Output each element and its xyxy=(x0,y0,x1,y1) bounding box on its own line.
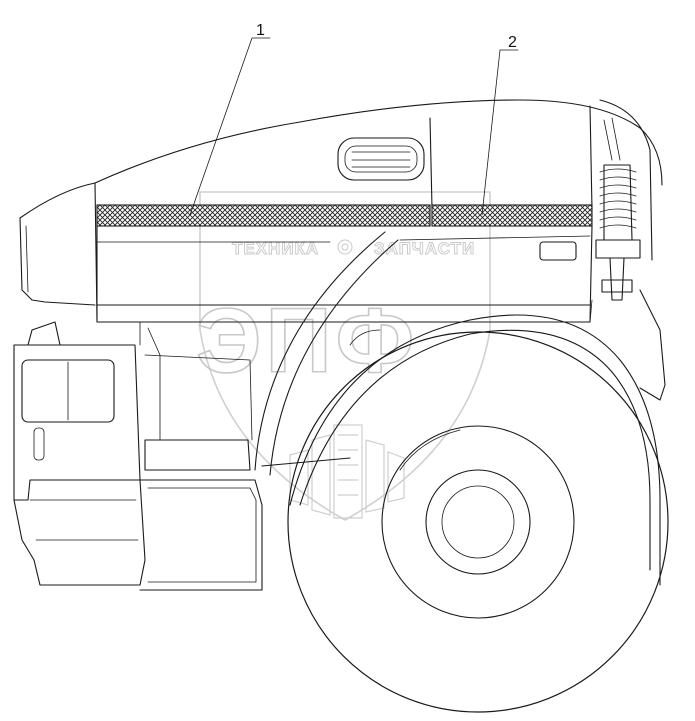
decal-stripe-front xyxy=(96,204,431,227)
cab-side-panel xyxy=(96,225,593,346)
callout-1-leader xyxy=(189,37,271,216)
watermark-text-right: ЗАПЧАСТИ xyxy=(374,239,475,258)
callout-2: 2 xyxy=(481,34,519,216)
callout-2-leader xyxy=(481,49,519,216)
watermark: ТЕХНИКА ЗАПЧАСТИ ЭПФ xyxy=(195,191,491,521)
front-bumper-area xyxy=(13,321,263,591)
watermark-buildings-icon xyxy=(289,424,405,519)
watermark-logo: ЭПФ xyxy=(196,290,418,392)
callout-2-label: 2 xyxy=(508,34,517,51)
wheel-arch xyxy=(254,231,661,586)
watermark-shield xyxy=(199,191,491,521)
front-wheel xyxy=(287,331,669,713)
side-marker-lamp xyxy=(539,241,577,261)
callout-1-label: 1 xyxy=(256,22,265,39)
indicator-lamp xyxy=(33,427,45,461)
wheel-rim xyxy=(381,425,575,619)
cab-upper-body xyxy=(19,99,663,321)
wheel-hub xyxy=(425,469,531,575)
watermark-text-left: ТЕХНИКА xyxy=(232,239,319,258)
decal-stripe-rear xyxy=(431,204,593,227)
callout-1: 1 xyxy=(189,22,271,216)
headlamp xyxy=(21,359,115,423)
cab-suspension-spring xyxy=(595,99,666,401)
door-handle xyxy=(337,137,425,181)
watermark-gear-icon xyxy=(337,239,353,255)
